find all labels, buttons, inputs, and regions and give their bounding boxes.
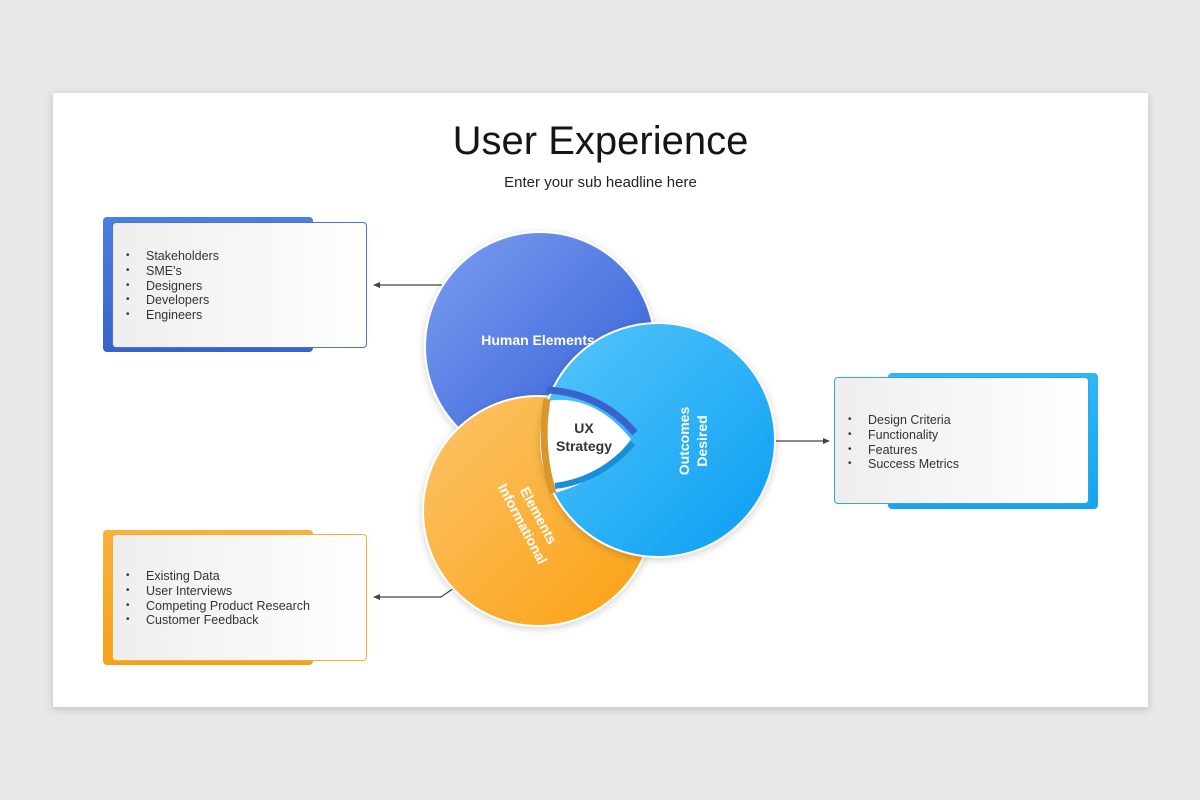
informational-elements-list: Existing Data User Interviews Competing … <box>113 569 366 628</box>
list-item: Stakeholders <box>126 249 366 264</box>
outcomes-desired-list: Design Criteria Functionality Features S… <box>835 413 1088 472</box>
list-item: Engineers <box>126 308 366 323</box>
center-accent-right <box>554 441 636 489</box>
list-item: Existing Data <box>126 569 366 584</box>
list-item: Functionality <box>848 428 1088 443</box>
outcomes-label-line1: Outcomes <box>676 407 692 476</box>
list-item: Design Criteria <box>848 413 1088 428</box>
informational-elements-box: Existing Data User Interviews Competing … <box>112 534 367 661</box>
ux-strategy-line2: Strategy <box>556 438 612 454</box>
venn-diagram: Human Elements Outcomes Desired Informat… <box>373 231 830 627</box>
list-item: Customer Feedback <box>126 613 366 628</box>
ux-strategy-line1: UX <box>574 420 594 436</box>
list-item: Developers <box>126 293 366 308</box>
human-elements-list: Stakeholders SME's Designers Developers … <box>113 249 366 323</box>
outcomes-desired-label: Outcomes Desired <box>676 407 710 476</box>
list-item: Competing Product Research <box>126 599 366 614</box>
human-elements-box: Stakeholders SME's Designers Developers … <box>112 222 367 348</box>
list-item: Features <box>848 443 1088 458</box>
center-accent-left <box>540 398 557 495</box>
ux-strategy-center <box>545 399 631 493</box>
slide: User Experience Enter your sub headline … <box>53 93 1148 707</box>
page-subtitle: Enter your sub headline here <box>504 174 697 191</box>
outcomes-desired-box: Design Criteria Functionality Features S… <box>834 377 1089 504</box>
list-item: Success Metrics <box>848 457 1088 472</box>
outcomes-label-line2: Desired <box>694 415 710 466</box>
list-item: Designers <box>126 279 366 294</box>
center-accent-top <box>546 386 638 436</box>
list-item: SME's <box>126 264 366 279</box>
list-item: User Interviews <box>126 584 366 599</box>
page-title: User Experience <box>452 119 749 163</box>
human-elements-label: Human Elements <box>481 332 595 348</box>
